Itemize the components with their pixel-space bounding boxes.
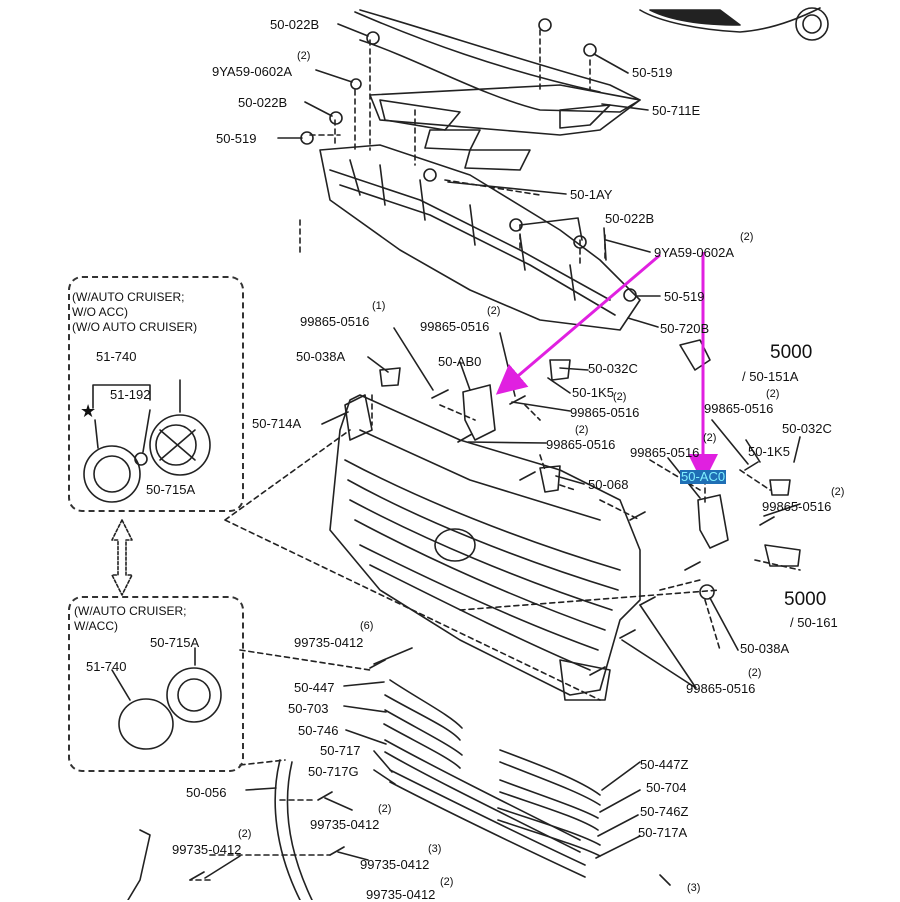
label-99735-a: 99735-0412 (294, 635, 364, 650)
qty-m: (3) (428, 843, 442, 855)
label-50-151A: / 50-151A (742, 369, 799, 384)
label-50-022B-b: 50-022B (238, 95, 288, 110)
label-5000-b: 5000 (784, 589, 827, 610)
label-50-519-b: 50-519 (632, 65, 673, 80)
label-50-519-a: 50-519 (216, 131, 257, 146)
label-50-717A: 50-717A (638, 825, 688, 840)
label-99735-b: 99735-0412 (310, 817, 380, 832)
label-9YA59-a: 9YA59-0602A (212, 64, 292, 79)
qty-o: (3) (687, 882, 701, 894)
label-50-746Z: 50-746Z (640, 804, 689, 819)
label-99735-c: 99735-0412 (172, 842, 242, 857)
label-50-022B-a: 50-022B (270, 17, 320, 32)
radar-50-715A-acc (166, 667, 222, 723)
label-50-703: 50-703 (288, 701, 329, 716)
inset-bottom-title-1: (W/AUTO CRUISER; (74, 604, 187, 618)
inset-box-bottom (68, 596, 244, 772)
label-50-068: 50-068 (588, 477, 629, 492)
qty-e: (2) (766, 388, 780, 400)
label-50-1K5-a: 50-1K5 (572, 385, 614, 400)
label-99865-b: 99865-0516 (420, 319, 490, 334)
inset-bottom-part-50-715A: 50-715A (150, 635, 200, 650)
label-50-720B: 50-720B (660, 321, 710, 336)
label-99865-f: 99865-0516 (630, 445, 700, 460)
label-50-AC0: 50-AC0 (680, 469, 727, 484)
molding-50-703 (384, 709, 463, 756)
qty-p: (2) (440, 876, 454, 888)
label-50-032C-a: 50-032C (588, 361, 638, 376)
callout-arrow-50-AB0 (495, 253, 661, 395)
qty-d: (2) (487, 305, 501, 317)
emblem-51-740 (83, 445, 141, 503)
label-50-447Z: 50-447Z (640, 757, 689, 772)
molding-50-717 (389, 769, 586, 866)
label-50-1AY: 50-1AY (570, 187, 613, 202)
molding-50-447 (389, 679, 463, 729)
label-99865-e: 99865-0516 (546, 437, 616, 452)
label-5000-a: 5000 (770, 342, 813, 363)
label-50-161: / 50-161 (790, 615, 838, 630)
inset-box-top (68, 276, 244, 512)
label-50-022B-c: 50-022B (605, 211, 655, 226)
qty-g: (2) (575, 424, 589, 436)
inset-top-part-51-192: 51-192 (110, 387, 151, 402)
emblem-51-740-acc (118, 698, 174, 750)
inset-bottom-title-2: W/ACC) (74, 619, 118, 633)
qty-f: (2) (613, 391, 627, 403)
inset-top-part-51-740: 51-740 (96, 349, 137, 364)
grille-frame-50-714A (329, 394, 641, 696)
qty-a: (2) (297, 50, 311, 62)
label-50-717: 50-717 (320, 743, 361, 758)
label-99865-c: 99865-0516 (570, 405, 640, 420)
label-50-447: 50-447 (294, 680, 335, 695)
label-50-746: 50-746 (298, 723, 339, 738)
qty-i: (6) (360, 620, 374, 632)
label-50-038A-a: 50-038A (296, 349, 346, 364)
label-99735-d: 99735-0412 (360, 857, 430, 872)
star-icon: ★ (80, 401, 97, 421)
under-cover-50-711E (369, 84, 641, 136)
qty-b: (2) (740, 231, 754, 243)
inset-top-title-2: W/O ACC) (72, 305, 128, 319)
qty-n: (2) (238, 828, 252, 840)
bracket-50-AC0 (697, 494, 729, 549)
label-99865-d: 99865-0516 (704, 401, 774, 416)
qty-k: (2) (748, 667, 762, 679)
qty-h: (2) (703, 432, 717, 444)
label-50-704: 50-704 (646, 780, 687, 795)
upper-reinforcement (319, 144, 641, 331)
label-50-714A: 50-714A (252, 416, 302, 431)
label-99735-e: 99735-0412 (366, 887, 436, 902)
inset-top-title-1: (W/AUTO CRUISER; (72, 290, 185, 304)
label-99865-a: 99865-0516 (300, 314, 370, 329)
qty-l: (2) (378, 803, 392, 815)
radar-50-715A (149, 414, 211, 476)
headlight-outline (639, 7, 821, 33)
label-50-1K5-b: 50-1K5 (748, 444, 790, 459)
label-99865-h: 99865-0516 (686, 681, 756, 696)
label-50-AB0: 50-AB0 (438, 354, 482, 369)
label-99865-g: 99865-0516 (762, 499, 832, 514)
label-50-717G: 50-717G (308, 764, 359, 779)
bracket-50-AB0 (462, 384, 496, 441)
label-50-056: 50-056 (186, 785, 227, 800)
label-50-711E: 50-711E (652, 103, 701, 118)
label-50-519-c: 50-519 (664, 289, 705, 304)
inset-bottom-part-51-740: 51-740 (86, 659, 127, 674)
qty-j: (2) (831, 486, 845, 498)
bumper-cover-edge (359, 9, 641, 113)
qty-c: (1) (372, 300, 386, 312)
label-50-038A-b: 50-038A (740, 641, 790, 656)
label-9YA59-b: 9YA59-0602A (654, 245, 734, 260)
inset-top-title-3: (W/O AUTO CRUISER) (72, 320, 198, 334)
inset-top-part-50-715A: 50-715A (146, 482, 196, 497)
label-50-032C-b: 50-032C (782, 421, 832, 436)
lower-bumper-50-056 (274, 759, 301, 900)
variant-arrow (111, 519, 133, 596)
